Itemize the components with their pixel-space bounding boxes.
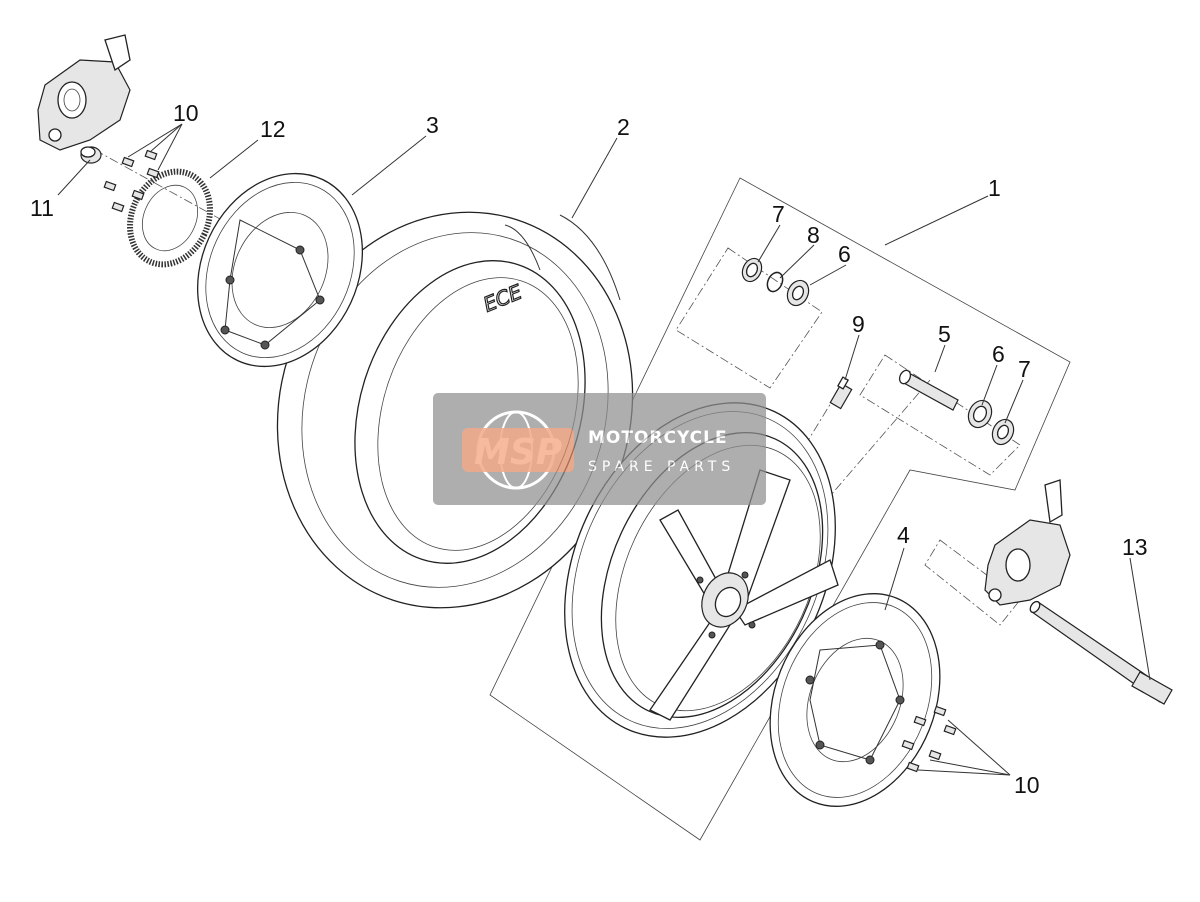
disc-bolts-left [103, 149, 160, 213]
axis-line-spacer [774, 379, 931, 561]
brake-caliper-right [984, 479, 1071, 606]
callout-1: 1 [988, 175, 1001, 201]
wheel-axle [1029, 600, 1173, 705]
watermark-line-2: SPARE PARTS [588, 459, 735, 475]
callout-4: 4 [897, 522, 910, 548]
callout-8: 8 [807, 222, 820, 248]
bearing-set-upper [741, 257, 810, 307]
bearing-set-lower [967, 399, 1015, 446]
callout-13: 13 [1122, 534, 1148, 560]
caliper-box-right [924, 539, 1021, 626]
brake-disc-right [769, 593, 941, 807]
callout-11: 11 [30, 195, 54, 221]
callout-7-upper: 7 [772, 201, 785, 227]
leader-lines [57, 123, 1151, 776]
callout-2: 2 [617, 114, 630, 140]
disc-bolts-right [901, 705, 957, 773]
callout-10-left: 10 [173, 100, 199, 126]
callout-labels: 1 2 3 4 5 6 6 7 7 8 9 10 10 11 12 13 [30, 100, 1148, 798]
brake-disc-left [196, 172, 364, 368]
callout-6-upper: 6 [838, 241, 851, 267]
callout-10-right: 10 [1014, 772, 1040, 798]
callout-5: 5 [938, 321, 951, 347]
callout-3: 3 [426, 112, 439, 138]
wheel-spacer-tube [898, 369, 959, 411]
watermark: MSP MOTORCYCLE SPARE PARTS [433, 393, 766, 505]
wheel-assembly-outline [489, 177, 1071, 841]
callout-12: 12 [260, 116, 286, 142]
callout-6-right: 6 [992, 341, 1005, 367]
watermark-logo: MSP [474, 432, 562, 473]
bearing-kit-box-right [859, 354, 1021, 476]
watermark-line-1: MOTORCYCLE [588, 428, 728, 448]
spacer-bushing [80, 146, 102, 164]
axis-line-caliper-left [94, 149, 241, 231]
watermark-panel [433, 393, 766, 505]
callout-7-right: 7 [1018, 356, 1031, 382]
tire-valve [829, 376, 853, 410]
brake-caliper-left [37, 34, 131, 151]
abs-tone-ring [127, 168, 213, 268]
callout-9: 9 [852, 311, 865, 337]
